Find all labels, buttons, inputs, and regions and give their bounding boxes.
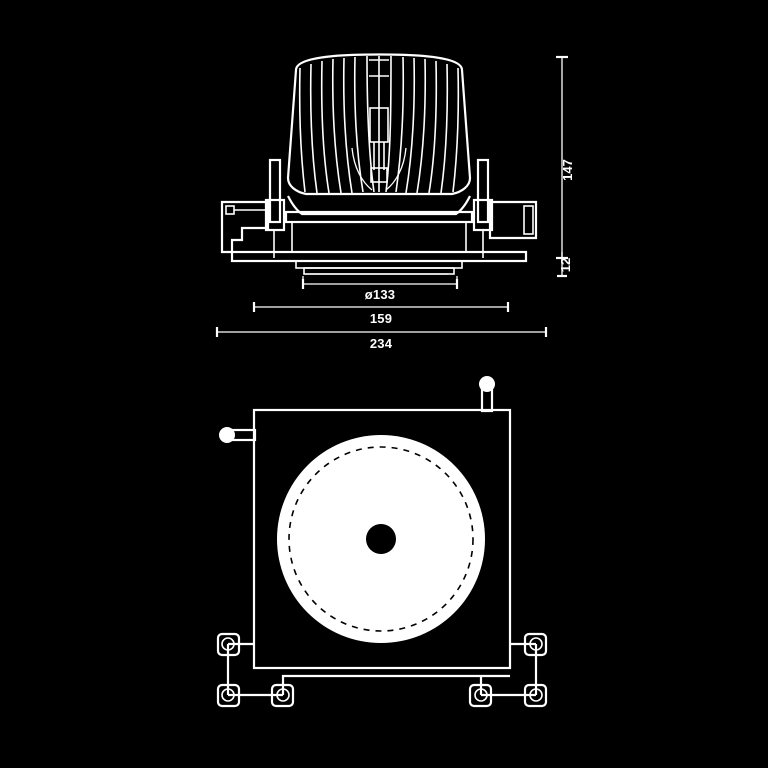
- driver-box-right: [488, 200, 538, 240]
- fin-line: [320, 60, 330, 194]
- fin-line: [440, 63, 449, 194]
- dimension-flange-width: 159: [252, 302, 510, 326]
- bracket-bottom-left: [216, 632, 510, 708]
- dim-label-cutout-diameter: ø133: [365, 287, 395, 302]
- bracket-pad-bl-lower: [216, 683, 241, 708]
- center-aperture: [366, 524, 396, 554]
- bracket-screw-bl-inner: [276, 688, 290, 702]
- spring-clip-left: [219, 427, 257, 443]
- bracket-pad-br-inner: [468, 683, 493, 708]
- clip-hook-top-right: [487, 380, 493, 390]
- fin-line: [331, 58, 342, 194]
- driver-box-left-outline: [220, 200, 270, 254]
- central-boss: [369, 107, 389, 143]
- spring-clip-top-right: [479, 376, 495, 413]
- driver-box-left: [220, 200, 270, 254]
- cone-line: [351, 147, 373, 191]
- bracket-screw-bl-lower: [221, 688, 235, 702]
- fin-line: [309, 63, 318, 194]
- bracket-screw-br-inner: [474, 688, 488, 702]
- square-mounting-plate: [252, 408, 512, 670]
- bracket-pad-bl-upper: [216, 632, 241, 657]
- mounting-spring-left: [264, 158, 286, 258]
- spring-block-left: [264, 198, 286, 232]
- cone-line: [385, 147, 407, 191]
- bracket-screw-br-upper: [529, 637, 543, 651]
- finned-heatsink: [286, 53, 472, 196]
- fin-line: [342, 57, 353, 194]
- clip-pivot-left: [219, 427, 235, 443]
- fin-line: [416, 58, 427, 194]
- fin-line: [395, 56, 405, 193]
- bracket-pad-br-lower: [523, 683, 548, 708]
- plan-view: [216, 376, 548, 708]
- bracket-screw-br-lower: [529, 688, 543, 702]
- dimension-overall-width: 234: [215, 327, 548, 351]
- dim-extension: [302, 276, 458, 284]
- heatsink-outline: [286, 53, 472, 196]
- fin-line: [452, 67, 460, 193]
- bracket-pad-br-upper: [523, 632, 548, 657]
- bracket-pad-bl-inner: [270, 683, 295, 708]
- inner-reflector-edge: [288, 446, 474, 632]
- fin-line: [366, 55, 375, 193]
- mounting-spring-right: [472, 158, 494, 258]
- bracket-bottom-right: [468, 632, 548, 708]
- spring-arm-left: [268, 158, 282, 224]
- clip-pivot-top-right: [479, 376, 495, 392]
- bracket-screw-bl-upper: [221, 637, 235, 651]
- boss-foot: [370, 167, 388, 183]
- spring-arm-right: [476, 158, 490, 224]
- trim-flange: [230, 250, 528, 275]
- dim-label-flange-width: 159: [370, 311, 392, 326]
- fin-line: [428, 60, 438, 194]
- side-elevation-view: [220, 53, 538, 275]
- dimension-cutout-diameter: ø133: [301, 276, 459, 302]
- dim-label-overall-width: 234: [370, 336, 393, 351]
- body-taper: [287, 195, 471, 216]
- fin-line: [298, 67, 306, 193]
- dim-label-flange-depth: 12: [558, 258, 573, 272]
- driver-box-right-port: [523, 205, 534, 235]
- boss-stem: [373, 142, 385, 170]
- driver-box-right-outline: [488, 200, 538, 240]
- clip-hook-left: [223, 429, 234, 435]
- dim-label-overall-height: 147: [560, 159, 575, 181]
- dimension-flange-depth: 12: [557, 252, 573, 278]
- fin-line: [405, 57, 416, 194]
